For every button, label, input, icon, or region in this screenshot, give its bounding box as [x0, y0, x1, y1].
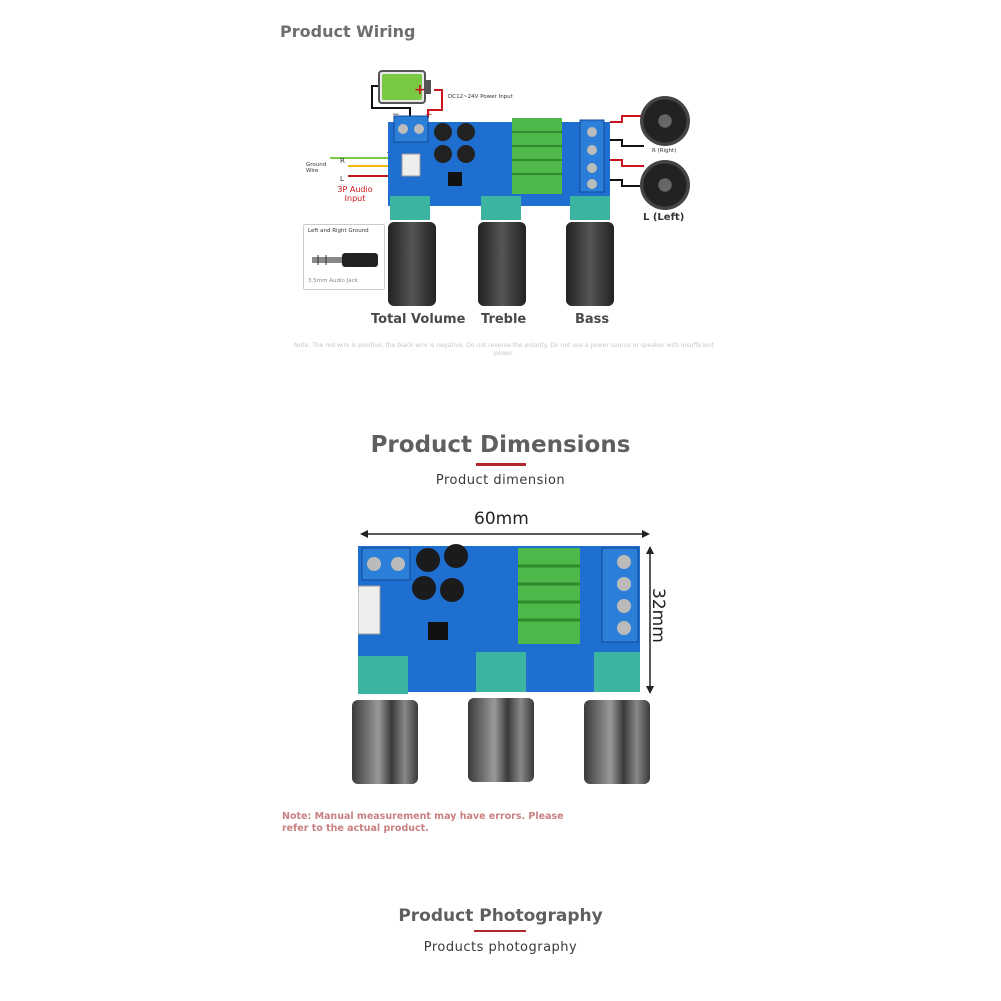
- audio-input-label: 3P Audio Input: [337, 185, 373, 203]
- pot-treble: [481, 196, 521, 220]
- dim-knob-treble[interactable]: [468, 698, 534, 782]
- height-arrow: [646, 546, 654, 694]
- plus-sign: +: [425, 110, 433, 120]
- r-right-label: R (Right): [652, 148, 677, 154]
- l-label: L: [340, 175, 344, 183]
- knob-treble[interactable]: [478, 222, 526, 306]
- svg-text:+: +: [414, 82, 426, 98]
- audio-jack-box: Left and Right Ground 3.5mm Audio Jack: [303, 224, 385, 290]
- speaker-right-icon: [640, 96, 690, 146]
- dimensions-title: Product Dimensions: [370, 432, 631, 458]
- pot-volume: [390, 196, 430, 220]
- width-label: 60mm: [474, 509, 529, 529]
- ground-wire-label: Ground Wire: [306, 162, 327, 174]
- battery-icon: +: [378, 70, 434, 104]
- wiring-note: Note: The red wire is positive, the blac…: [294, 342, 714, 357]
- knob-label-volume: Total Volume: [371, 312, 466, 327]
- knob-volume[interactable]: [388, 222, 436, 306]
- dimensions-note: Note: Manual measurement may have errors…: [282, 811, 564, 834]
- width-arrow: [360, 530, 650, 538]
- audio-jack-icon: [312, 253, 378, 267]
- dim-knob-volume[interactable]: [352, 700, 418, 784]
- power-input-label: DC12~24V Power Input: [448, 94, 513, 100]
- dimensions-board-image: [357, 544, 640, 694]
- jack-label: 3.5mm Audio Jack: [308, 278, 358, 284]
- knob-label-bass: Bass: [575, 312, 610, 327]
- photography-subtitle: Products photography: [423, 940, 578, 955]
- height-label: 32mm: [648, 588, 668, 643]
- lr-ground-label: Left and Right Ground: [308, 228, 369, 234]
- knob-bass[interactable]: [566, 222, 614, 306]
- dim-knob-bass[interactable]: [584, 700, 650, 784]
- speaker-left-icon: [640, 160, 690, 210]
- minus-sign: −: [392, 110, 400, 120]
- dimensions-subtitle: Product dimension: [435, 473, 566, 488]
- r-label: R: [340, 157, 345, 165]
- pot-bass: [570, 196, 610, 220]
- dimensions-underline: [476, 463, 526, 466]
- wiring-board-image: [388, 114, 610, 210]
- wiring-section-title: Product Wiring: [280, 22, 416, 41]
- l-left-label: L (Left): [643, 212, 685, 223]
- knob-label-treble: Treble: [481, 312, 527, 327]
- photography-underline: [474, 930, 526, 932]
- photography-title: Product Photography: [398, 906, 603, 926]
